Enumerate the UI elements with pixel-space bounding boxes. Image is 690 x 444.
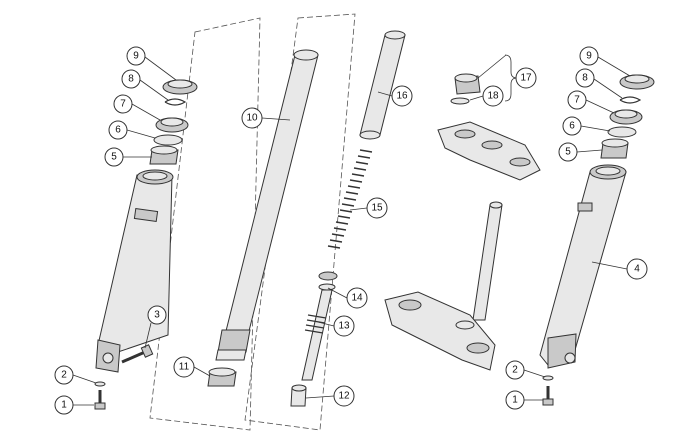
svg-text:7: 7 bbox=[574, 95, 580, 106]
callout-6-left: 6 bbox=[108, 120, 128, 140]
svg-text:1: 1 bbox=[61, 400, 67, 411]
callout-3: 3 bbox=[147, 305, 167, 325]
svg-text:12: 12 bbox=[338, 391, 350, 402]
callout-8-left: 8 bbox=[121, 69, 141, 89]
svg-text:7: 7 bbox=[120, 99, 126, 110]
right-dust-seal bbox=[619, 74, 655, 90]
right-oil-seal bbox=[609, 109, 643, 125]
lower-triple-clamp bbox=[384, 291, 496, 371]
svg-text:5: 5 bbox=[565, 147, 571, 158]
svg-text:8: 8 bbox=[582, 73, 588, 84]
left-bushing bbox=[149, 145, 179, 165]
right-bushing bbox=[600, 138, 629, 159]
svg-text:8: 8 bbox=[128, 74, 134, 85]
oil-lock-piece bbox=[290, 384, 307, 407]
svg-text:16: 16 bbox=[396, 91, 408, 102]
callout-12: 12 bbox=[333, 385, 355, 407]
callout-18: 18 bbox=[482, 85, 504, 107]
svg-text:9: 9 bbox=[133, 51, 139, 62]
callout-13: 13 bbox=[333, 315, 355, 337]
svg-text:17: 17 bbox=[520, 73, 532, 84]
callout-4: 4 bbox=[626, 258, 648, 280]
right-drain-screw bbox=[542, 375, 554, 406]
svg-text:6: 6 bbox=[115, 125, 121, 136]
callout-14: 14 bbox=[346, 287, 368, 309]
fork-spring bbox=[327, 149, 373, 249]
callout-2-right: 2 bbox=[505, 360, 525, 380]
spacer-tube bbox=[359, 30, 406, 140]
callout-15: 15 bbox=[366, 197, 388, 219]
bracket-17 bbox=[504, 54, 518, 102]
svg-text:5: 5 bbox=[111, 152, 117, 163]
callout-1-left: 1 bbox=[54, 395, 74, 415]
svg-text:4: 4 bbox=[634, 264, 640, 275]
callout-7-right: 7 bbox=[567, 90, 587, 110]
fork-tube bbox=[215, 49, 319, 361]
svg-text:14: 14 bbox=[351, 293, 363, 304]
upper-triple-clamp bbox=[437, 121, 541, 181]
callout-5-left: 5 bbox=[104, 147, 124, 167]
callout-5-right: 5 bbox=[558, 142, 578, 162]
svg-text:18: 18 bbox=[487, 91, 499, 102]
svg-text:3: 3 bbox=[154, 310, 160, 321]
callout-11: 11 bbox=[173, 356, 195, 378]
leader-lines bbox=[72, 54, 631, 406]
callout-16: 16 bbox=[391, 85, 413, 107]
assembly-guide-left bbox=[149, 17, 261, 431]
left-dust-seal bbox=[162, 79, 198, 95]
left-circlip bbox=[164, 98, 187, 106]
svg-text:10: 10 bbox=[246, 113, 258, 124]
right-washer bbox=[607, 126, 637, 138]
svg-text:1: 1 bbox=[512, 395, 518, 406]
fork-cap-bolt bbox=[450, 73, 481, 105]
left-fork-leg bbox=[95, 169, 174, 373]
svg-text:15: 15 bbox=[371, 203, 383, 214]
callout-10: 10 bbox=[241, 107, 263, 129]
svg-text:2: 2 bbox=[512, 365, 518, 376]
callout-9-left: 9 bbox=[126, 46, 146, 66]
callout-9-right: 9 bbox=[579, 46, 599, 66]
left-drain-screw bbox=[94, 381, 106, 410]
callout-17: 17 bbox=[515, 67, 537, 89]
assembly-guide-center bbox=[244, 13, 356, 431]
left-washer bbox=[153, 134, 183, 146]
svg-text:9: 9 bbox=[586, 51, 592, 62]
damper-rod bbox=[301, 271, 338, 381]
svg-text:11: 11 bbox=[179, 362, 190, 373]
svg-text:2: 2 bbox=[61, 370, 67, 381]
callout-2-left: 2 bbox=[54, 365, 74, 385]
steering-stem bbox=[472, 201, 503, 321]
callout-6-right: 6 bbox=[562, 116, 582, 136]
callout-7-left: 7 bbox=[113, 94, 133, 114]
callout-1-right: 1 bbox=[505, 390, 525, 410]
slider-bushing bbox=[207, 367, 237, 387]
right-circlip bbox=[619, 96, 642, 104]
left-oil-seal bbox=[155, 117, 189, 133]
right-fork-leg bbox=[539, 164, 627, 369]
svg-text:6: 6 bbox=[569, 121, 575, 132]
svg-text:13: 13 bbox=[338, 321, 350, 332]
callout-8-right: 8 bbox=[575, 68, 595, 88]
